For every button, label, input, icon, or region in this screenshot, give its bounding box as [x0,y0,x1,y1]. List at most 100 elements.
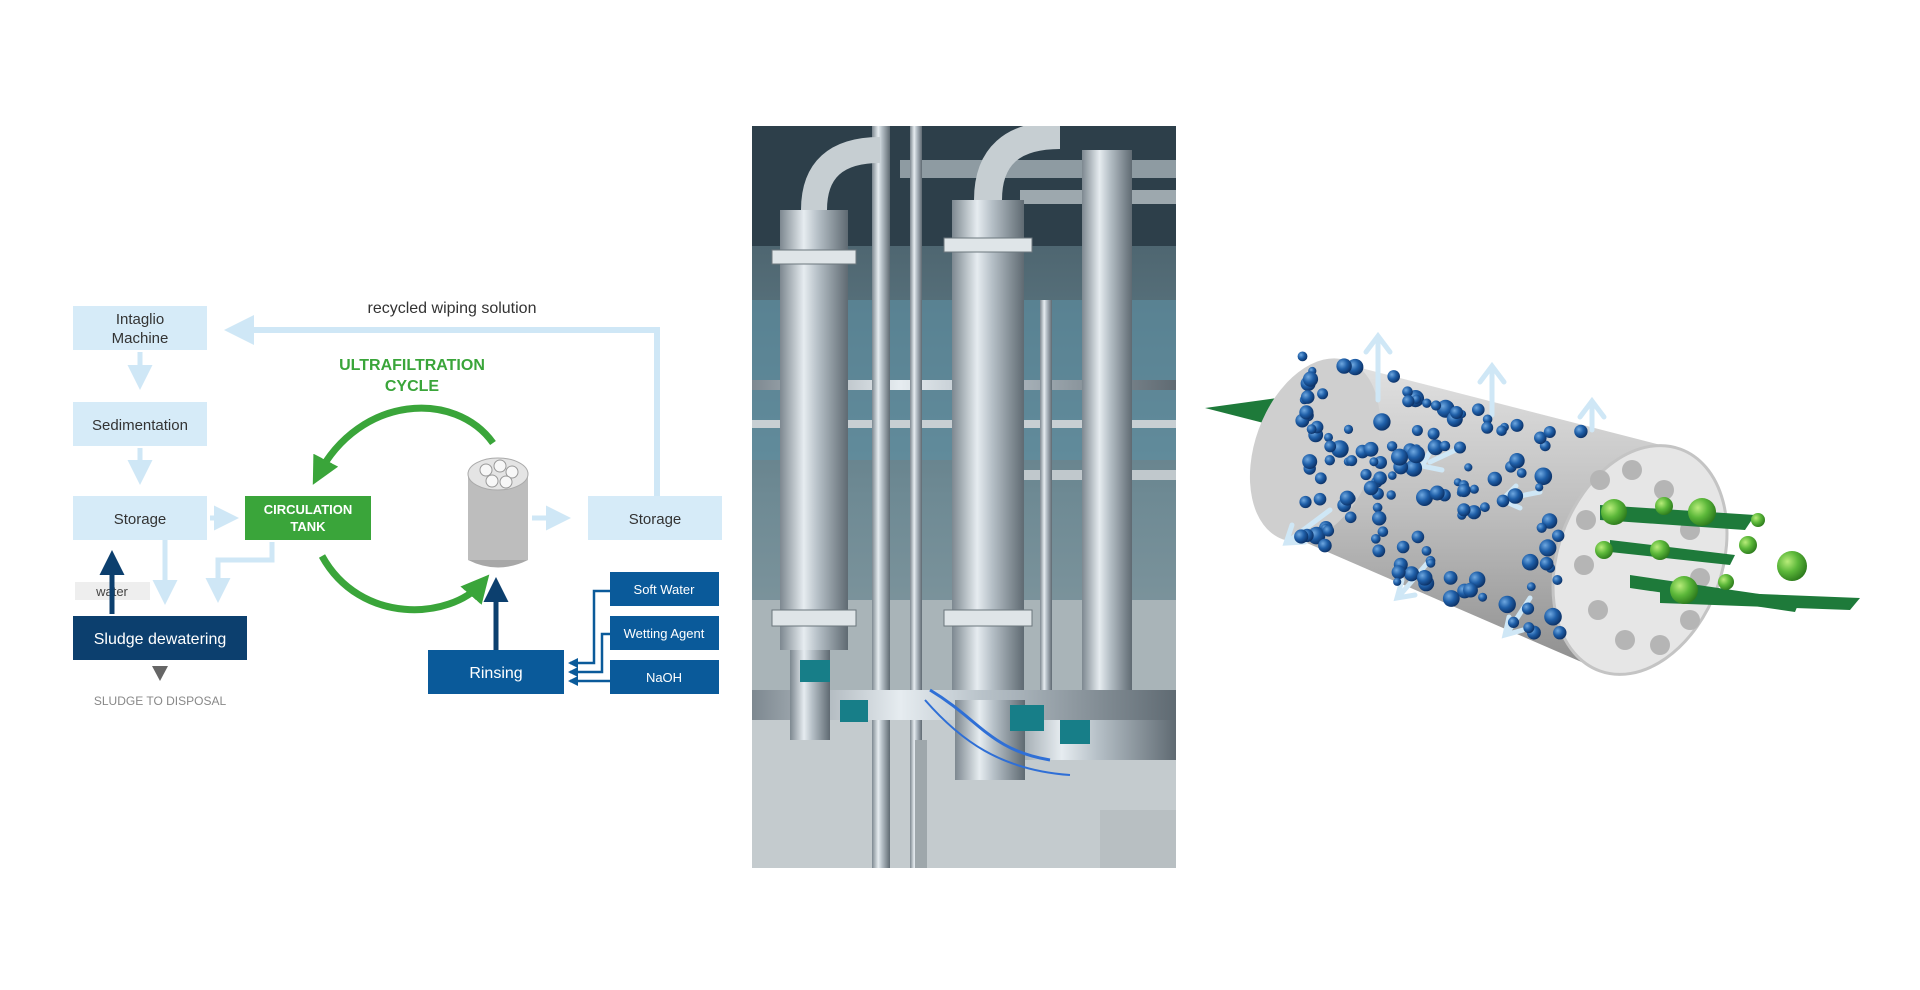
filtered-particle [1336,358,1352,374]
process-flow-diagram: recycled wiping solution Intaglio Machin… [73,300,722,708]
cycle-arrow-top [312,404,496,485]
filtered-particle [1487,471,1503,487]
sludge-dewatering-box [73,616,247,660]
membrane-illustration [1205,331,1860,676]
installation-photo [752,126,1176,868]
filtered-particle [1416,489,1433,506]
filtered-particle [1539,556,1554,571]
filtered-particle [1553,626,1567,640]
filtered-particle [1430,400,1442,411]
filtered-particle [1369,457,1379,467]
soft-water-label: Soft Water [634,582,696,597]
filtered-particle [1371,534,1381,544]
sedimentation-label: Sedimentation [92,417,188,434]
filtered-particle [1314,472,1327,485]
filtered-particle [1481,421,1494,434]
filtered-particle [1387,370,1400,383]
retained-particles [1595,497,1807,604]
filtered-particle [1344,511,1357,524]
recycled-arrow [224,315,660,500]
filtered-particle [1472,403,1485,417]
sludge-dewatering-label: Sludge dewatering [94,631,227,648]
filtered-particle [1422,398,1432,408]
intaglio-label-1: Intaglio [116,311,164,328]
filtered-particle [1302,371,1319,387]
filtered-particle [1407,445,1425,464]
filtered-particle [1454,441,1466,454]
cycle-label-2: CYCLE [385,378,440,395]
sludge-disposal-label: SLUDGE TO DISPOSAL [94,694,227,708]
filtered-particle [1442,590,1460,607]
filtered-particle [1343,424,1354,434]
cycle-arrow-bottom [318,554,490,614]
filtered-particle [1498,595,1516,614]
wetting-agent-label: Wetting Agent [624,626,705,641]
filtered-particle [1496,425,1507,437]
filtered-particle [1294,529,1309,544]
cycle-label-1: ULTRAFILTRATION [339,357,485,374]
filtered-particle [1521,602,1535,615]
storage-left-label: Storage [114,511,167,528]
circulation-label-2: TANK [290,519,326,534]
filtered-particle [1429,485,1445,501]
filtered-particle [1496,494,1510,508]
storage-right-label: Storage [629,511,682,528]
filtered-particle [1297,351,1308,362]
filtered-particle [1411,530,1425,544]
filtered-particle [1480,502,1490,513]
wetting-agent-box [610,616,719,650]
filtered-particle [1299,405,1314,420]
filtered-particle [1469,484,1479,494]
filtered-particle [1507,488,1524,504]
filtered-particle [1457,503,1471,517]
filtered-particle [1450,406,1463,419]
input-line-wetting-agent [568,632,610,677]
filtered-particle [1463,582,1478,598]
filtered-particle [1426,558,1436,568]
filtered-particle [1373,413,1391,431]
filtered-particle [1346,455,1358,467]
filtered-particle [1534,467,1553,486]
rinsing-box [428,650,564,694]
filtered-particle [1427,427,1440,440]
input-line-soft-water [568,589,610,668]
circulation-label-1: CIRCULATION [264,502,353,517]
filtered-particle [1373,471,1387,486]
storage-left-box [73,496,207,540]
filtered-particle [1372,544,1386,558]
storage-right-box [588,496,722,540]
filtered-particle [1516,468,1527,478]
filtered-particle [1339,490,1355,506]
filtered-particle [1539,539,1557,557]
naoh-label: NaOH [646,670,682,685]
filtered-particle [1402,386,1413,398]
filtered-particle [1421,546,1432,556]
filtered-particle [1466,505,1482,520]
filtered-particle [1300,390,1315,404]
circulation-tank-box [245,496,371,540]
filtered-particle [1457,483,1471,498]
filtered-particle [1393,577,1402,586]
filtered-particle [1386,490,1396,500]
filtered-particle [1427,439,1444,456]
rinsing-label: Rinsing [469,665,522,682]
filtered-particle [1396,540,1410,554]
filtered-particle [1317,388,1329,400]
disposal-triangle-icon [152,666,168,681]
filtered-particle [1306,424,1317,434]
filtered-particle [1302,454,1318,470]
soft-water-box [610,572,719,606]
filtered-particle [1523,622,1535,634]
filtered-particle [1509,453,1525,469]
filtered-particle [1299,495,1312,509]
membrane-module-icon [467,457,529,568]
filtered-particle [1377,526,1389,537]
filtered-particle [1386,441,1398,452]
filtered-particle [1360,468,1372,481]
filtered-particle [1363,480,1379,496]
filtered-particle [1324,440,1337,453]
filtered-particle [1363,441,1379,457]
filtered-particle [1322,525,1335,537]
filtered-particle [1536,522,1547,533]
filtered-particle [1372,502,1383,513]
